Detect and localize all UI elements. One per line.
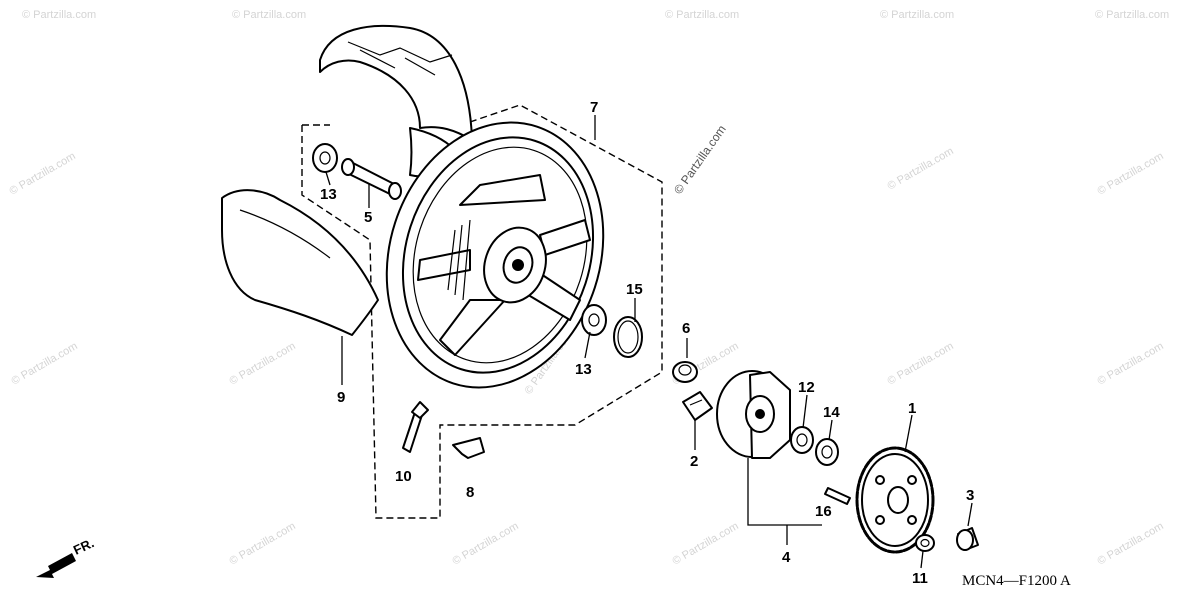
callout-8: 8 xyxy=(466,484,474,501)
watermark: © Partzilla.com xyxy=(22,9,96,21)
watermark: © Partzilla.com xyxy=(451,520,521,567)
callout-7: 7 xyxy=(590,99,598,116)
watermark: © Partzilla.com xyxy=(232,9,306,21)
watermark: © Partzilla.com xyxy=(1095,9,1169,21)
wheel-bearing xyxy=(312,143,338,173)
bearing-flange xyxy=(790,426,814,454)
watermark: © Partzilla.com xyxy=(671,520,741,567)
diagram-code: MCN4—F1200 A xyxy=(962,573,1071,589)
o-ring xyxy=(613,316,643,358)
rubber-damper xyxy=(682,391,713,421)
group-bracket-wheel xyxy=(301,104,663,519)
balance-weight xyxy=(452,437,485,459)
callout-15: 15 xyxy=(626,281,643,298)
watermark: © Partzilla.com xyxy=(1096,150,1166,197)
front-direction-arrow: FR. xyxy=(36,535,96,578)
driven-flange xyxy=(716,370,791,459)
rear-tire xyxy=(221,25,473,336)
sprocket-nut xyxy=(915,534,935,552)
watermark: © Partzilla.com xyxy=(8,150,78,197)
watermark: © Partzilla.com xyxy=(1096,340,1166,387)
valve-stem xyxy=(402,401,429,453)
callout-13-top: 13 xyxy=(320,186,337,203)
callout-5: 5 xyxy=(364,209,372,226)
leader-lines xyxy=(325,115,973,569)
flange-collar xyxy=(672,361,698,383)
callout-1: 1 xyxy=(908,400,916,417)
driven-sprocket xyxy=(855,446,935,554)
callout-14: 14 xyxy=(823,404,840,421)
axle-collar xyxy=(341,158,402,200)
watermark: © Partzilla.com xyxy=(228,520,298,567)
callout-labels: 1 2 3 4 5 6 7 8 9 10 11 12 13 13 14 15 1… xyxy=(320,99,974,587)
rear-wheel-rim xyxy=(385,121,605,389)
callout-16: 16 xyxy=(815,503,832,520)
watermark: © Partzilla.com xyxy=(665,9,739,21)
callout-13-lower: 13 xyxy=(575,361,592,378)
sprocket-nut-cap xyxy=(956,527,979,551)
direction-label: FR. xyxy=(71,535,96,557)
watermark: © Partzilla.com xyxy=(228,340,298,387)
callout-11: 11 xyxy=(912,570,928,587)
watermark: © Partzilla.com xyxy=(10,340,80,387)
callout-9: 9 xyxy=(337,389,345,406)
wheel-bearing xyxy=(581,304,607,336)
callout-12: 12 xyxy=(798,379,815,396)
watermark: © Partzilla.com xyxy=(880,9,954,21)
watermark: © Partzilla.com xyxy=(886,145,956,192)
callout-10: 10 xyxy=(395,468,412,485)
watermark: © Partzilla.com xyxy=(1096,520,1166,567)
watermark: © Partzilla.com xyxy=(886,340,956,387)
dust-seal xyxy=(815,438,839,466)
callout-4: 4 xyxy=(782,549,791,566)
callout-3: 3 xyxy=(966,487,974,504)
watermark: © Partzilla.com xyxy=(671,122,729,196)
stud-bolt xyxy=(824,487,851,505)
callout-2: 2 xyxy=(690,453,698,470)
callout-6: 6 xyxy=(682,320,690,337)
